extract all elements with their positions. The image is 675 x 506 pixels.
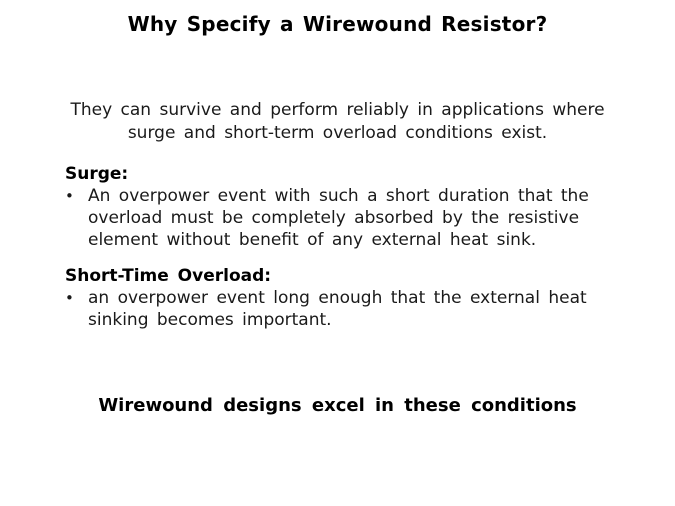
- list-item: • An overpower event with such a short d…: [65, 185, 610, 251]
- bullet-line: element without benefit of any external …: [88, 230, 537, 250]
- intro-paragraph: They can survive and perform reliably in…: [0, 99, 675, 145]
- bullet-text: an overpower event long enough that the …: [88, 287, 610, 331]
- bullet-line: sinking becomes important.: [88, 310, 332, 330]
- bullet-icon: •: [65, 289, 74, 307]
- section-short-time-overload: Short-Time Overload: • an overpower even…: [65, 265, 610, 331]
- bullet-icon: •: [65, 187, 74, 205]
- page-title: Why Specify a Wirewound Resistor?: [127, 12, 548, 36]
- section-heading-short-time-overload: Short-Time Overload:: [65, 266, 272, 286]
- bullet-line: overload must be completely absorbed by …: [88, 208, 580, 228]
- bullet-line: An overpower event with such a short dur…: [88, 186, 589, 206]
- section-surge: Surge: • An overpower event with such a …: [65, 163, 610, 251]
- list-item: • an overpower event long enough that th…: [65, 287, 610, 331]
- intro-line-1: They can survive and perform reliably in…: [70, 100, 605, 120]
- intro-line-2: surge and short-term overload conditions…: [127, 123, 548, 143]
- bullet-line: an overpower event long enough that the …: [88, 288, 587, 308]
- section-heading-surge: Surge:: [65, 164, 129, 184]
- bullet-text: An overpower event with such a short dur…: [88, 185, 610, 251]
- conclusion-text: Wirewound designs excel in these conditi…: [98, 395, 577, 416]
